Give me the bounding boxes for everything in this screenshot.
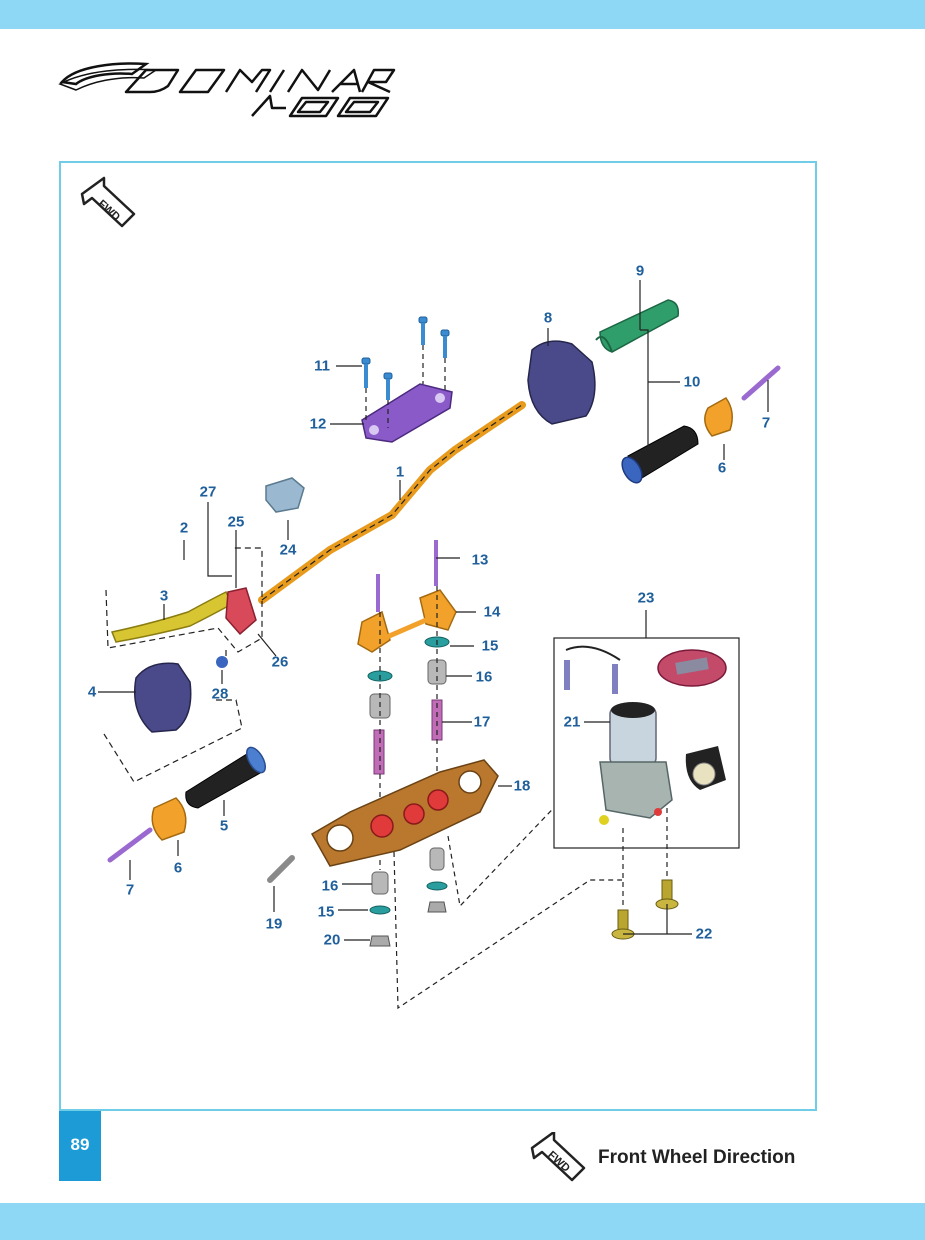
callout-2: 2 bbox=[179, 519, 189, 537]
callout-15-lower: 15 bbox=[317, 903, 335, 921]
fwd-arrow-icon: FWD bbox=[80, 176, 136, 228]
fluid-reservoir bbox=[265, 477, 305, 513]
callout-7-right: 7 bbox=[761, 414, 771, 432]
callout-7-left: 7 bbox=[125, 881, 135, 899]
callout-23: 23 bbox=[637, 589, 655, 607]
bar-end-left bbox=[151, 797, 187, 841]
throttle-sleeve bbox=[595, 299, 680, 353]
callout-24: 24 bbox=[279, 541, 297, 559]
diagram-frame bbox=[59, 161, 817, 1111]
damper-1 bbox=[373, 729, 385, 775]
callout-6-right: 6 bbox=[717, 459, 727, 477]
callout-12: 12 bbox=[309, 415, 327, 433]
security-bolt-1 bbox=[611, 909, 635, 940]
callout-13: 13 bbox=[471, 551, 489, 569]
callout-11: 11 bbox=[314, 357, 330, 375]
callout-4: 4 bbox=[87, 683, 97, 701]
callout-18: 18 bbox=[513, 777, 531, 795]
callout-26: 26 bbox=[271, 653, 289, 671]
top-triple-clamp bbox=[310, 759, 499, 867]
callout-16-upper: 16 bbox=[475, 668, 493, 686]
upper-handlebar-clamp bbox=[361, 383, 453, 443]
bar-end-bolt-right bbox=[741, 365, 781, 401]
nut-2 bbox=[427, 901, 447, 913]
clamp-bolts bbox=[361, 316, 450, 400]
ignition-lock-body bbox=[599, 702, 673, 825]
callout-5: 5 bbox=[219, 817, 229, 835]
pivot-bolt bbox=[216, 656, 228, 668]
right-grip bbox=[621, 425, 699, 484]
lower-handlebar-risers bbox=[357, 589, 457, 653]
callout-28: 28 bbox=[211, 685, 229, 703]
bar-end-bolt-left bbox=[107, 827, 153, 863]
steering-lock-cylinder bbox=[685, 746, 726, 790]
callout-27: 27 bbox=[199, 483, 217, 501]
nut-1 bbox=[369, 935, 391, 947]
bushing-4 bbox=[429, 847, 445, 871]
callout-10: 10 bbox=[683, 373, 701, 391]
bar-end-right bbox=[704, 397, 733, 437]
callout-17: 17 bbox=[473, 713, 491, 731]
callout-3: 3 bbox=[159, 587, 169, 605]
callout-16-lower: 16 bbox=[321, 877, 339, 895]
fwd-legend-text: Front Wheel Direction bbox=[598, 1147, 796, 1168]
clutch-lever bbox=[110, 590, 233, 643]
pinch-bolt bbox=[267, 855, 295, 883]
callout-20: 20 bbox=[323, 931, 341, 949]
page-number: 89 bbox=[59, 1111, 101, 1181]
right-switch-housing bbox=[527, 340, 596, 425]
dominar-400-logo bbox=[58, 62, 396, 118]
callout-6-left: 6 bbox=[173, 859, 183, 877]
clutch-lever-bracket bbox=[225, 587, 257, 636]
callout-15-upper: 15 bbox=[481, 637, 499, 655]
top-color-band bbox=[0, 0, 925, 29]
fwd-legend-icon: FWD bbox=[530, 1132, 586, 1182]
washer-4 bbox=[426, 881, 448, 891]
callout-9: 9 bbox=[635, 262, 645, 280]
callout-22: 22 bbox=[695, 925, 713, 943]
bushing-3 bbox=[371, 871, 389, 895]
callout-19: 19 bbox=[265, 915, 283, 933]
callout-21: 21 bbox=[563, 713, 581, 731]
callout-8: 8 bbox=[543, 309, 553, 327]
ignition-keys bbox=[564, 645, 621, 694]
callout-25: 25 bbox=[227, 513, 245, 531]
handlebar bbox=[258, 401, 526, 604]
bottom-color-band bbox=[0, 1203, 925, 1240]
left-grip bbox=[185, 746, 267, 809]
callout-1: 1 bbox=[395, 463, 405, 481]
fuel-cap bbox=[657, 649, 727, 687]
callout-14: 14 bbox=[483, 603, 501, 621]
washer-3 bbox=[369, 905, 391, 915]
left-switch-housing bbox=[134, 662, 192, 733]
